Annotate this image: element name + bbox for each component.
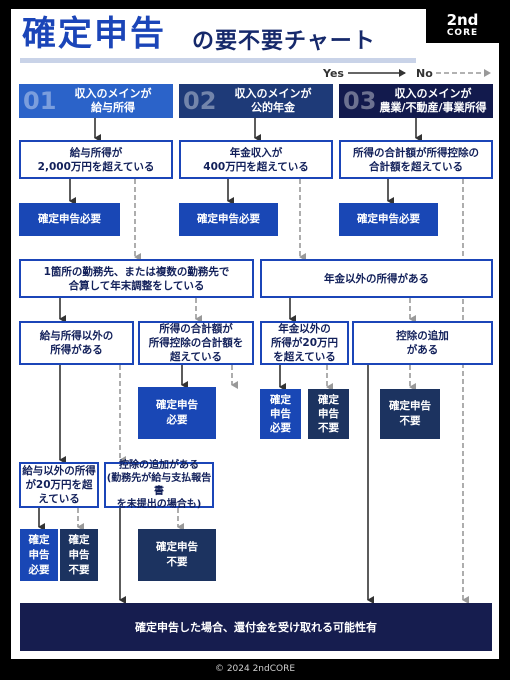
result-not-required: 確定 申告 不要 xyxy=(60,529,98,581)
result-required: 確定申告必要 xyxy=(19,203,120,236)
question-income-over-deduction: 所得の合計額が所得控除の 合計額を超えている xyxy=(339,140,493,179)
title-underline xyxy=(20,58,416,63)
header-number: 01 xyxy=(23,87,57,115)
result-required: 確定申告 必要 xyxy=(138,387,216,439)
header-label: 収入のメインが 公的年金 xyxy=(234,87,312,114)
final-refund-banner: 確定申告した場合、還付金を受け取れる可能性有 xyxy=(20,603,492,651)
copyright-text: © 2024 2ndCORE xyxy=(214,664,296,674)
legend-no-label: No xyxy=(416,67,433,80)
question-income-over-deduction-2: 所得の合計額が 所得控除の合計額を 超えている xyxy=(138,321,254,365)
question-non-salary-over-200k: 給与以外の所得 が20万円を超 えている xyxy=(19,462,99,508)
result-required: 確定申告必要 xyxy=(339,203,438,236)
question-additional-deduction-2: 控除の追加がある (勤務先が給与支払報告書 を未提出の場合も) xyxy=(104,460,214,510)
header-number: 03 xyxy=(343,87,377,115)
header-label: 収入のメインが 農業/不動産/事業所得 xyxy=(379,87,487,114)
logo-line1: 2nd xyxy=(446,11,479,29)
header-label: 収入のメインが 給与所得 xyxy=(74,87,152,114)
result-not-required: 確定申告 不要 xyxy=(138,529,216,581)
brand-logo: 2nd CORE xyxy=(426,9,499,43)
page-title: 確定申告 xyxy=(22,14,166,54)
header-business: 03 収入のメインが 農業/不動産/事業所得 xyxy=(339,84,493,118)
question-non-pension-over-200k: 年金以外の 所得が20万円 を超えている xyxy=(260,321,349,365)
result-required: 確定 申告 必要 xyxy=(260,389,301,439)
header-salary: 01 収入のメインが 給与所得 xyxy=(19,84,173,118)
question-non-salary-income: 給与所得以外の 所得がある xyxy=(19,321,134,365)
result-required: 確定申告必要 xyxy=(179,203,278,236)
question-year-end-adjustment: 1箇所の勤務先、または複数の勤務先で 合算して年末調整をしている xyxy=(19,259,254,298)
header-pension: 02 収入のメインが 公的年金 xyxy=(179,84,333,118)
page-subtitle: の要不要チャート xyxy=(192,29,376,54)
header-number: 02 xyxy=(183,87,217,115)
result-not-required: 確定申告 不要 xyxy=(380,389,440,439)
question-salary-over-20m: 給与所得が 2,000万円を超えている xyxy=(19,140,173,179)
question-pension-over-4m: 年金収入が 400万円を超えている xyxy=(179,140,333,179)
result-not-required: 確定 申告 不要 xyxy=(308,389,349,439)
logo-line2: CORE xyxy=(446,28,479,38)
question-additional-deduction: 控除の追加 がある xyxy=(352,321,493,365)
legend-yes-label: Yes xyxy=(323,67,344,80)
result-required: 確定 申告 必要 xyxy=(20,529,58,581)
question-non-pension-income: 年金以外の所得がある xyxy=(260,259,493,298)
